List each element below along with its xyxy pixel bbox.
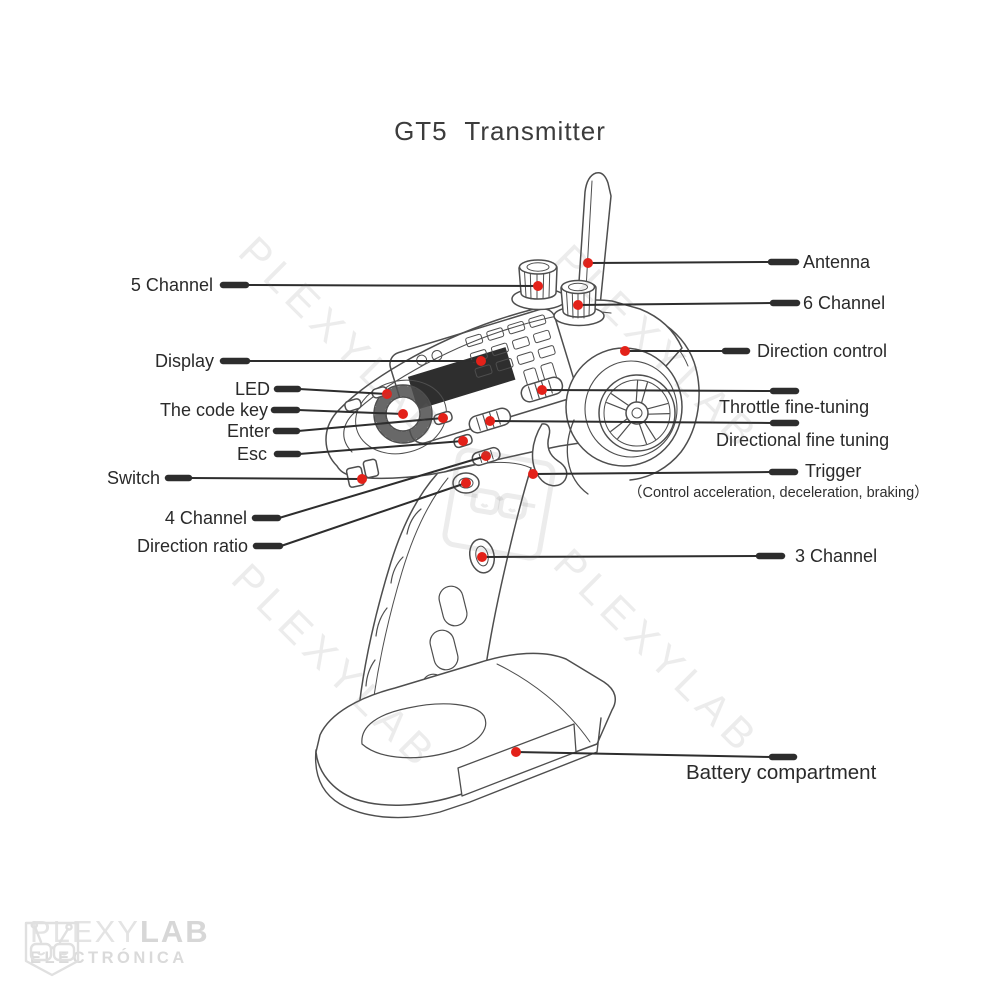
label-esc: Esc [236,444,267,464]
label-battery-compartment: Battery compartment [686,761,877,784]
leader-esc [298,440,464,455]
leader-enter [297,417,444,432]
label-switch: Switch [106,468,160,488]
dot-direction-ratio [461,478,471,488]
dot-enter [438,413,448,423]
leader-ch6 [577,302,773,306]
dot-switch [357,474,367,484]
dot-throttle-fine-tuning [537,385,547,395]
label-direction-control: Direction control [757,341,888,361]
label-4-channel: 4 Channel [164,508,247,528]
callout-dots [357,258,630,757]
ch6-knob-drawing [553,279,605,327]
dot-battery [511,747,521,757]
leader-battery [515,751,772,758]
label-throttle-fine-tuning: Throttle fine-tuning [719,397,870,417]
dot-antenna [583,258,593,268]
diagram-title: GT5 Transmitter [394,116,606,146]
steering-wheel-drawing [565,347,683,467]
ch5-knob-drawing [511,259,567,311]
leader-lines [189,261,773,758]
leader-dashes [164,258,801,761]
dot-direction-control [620,346,630,356]
label-display: Display [154,351,214,371]
leader-led [298,388,388,395]
label-trigger-note: （Control acceleration, deceleration, bra… [628,485,929,501]
leader-direction-ratio [280,482,467,547]
dot-trigger [528,469,538,479]
brand-logo: PLEXYLAB ELECTRÓNICA [22,914,210,977]
dot-ch5 [533,281,543,291]
label-antenna: Antenna [803,252,871,272]
brand-logo-name: PLEXYLAB [30,914,210,949]
label-enter: Enter [226,421,270,441]
dot-led [382,389,392,399]
brand-logo-subtitle: ELECTRÓNICA [30,949,188,967]
label-directional-fine-tuning: Directional fine tuning [716,430,890,450]
dot-esc [458,436,468,446]
label-6-channel: 6 Channel [803,293,886,313]
leader-ch4 [278,455,487,519]
leader-ch5 [246,284,539,287]
leader-ch3 [481,555,759,558]
leader-throttle-fine-tuning [541,389,773,392]
label-code-key: The code key [159,400,268,420]
dot-ch6 [573,300,583,310]
base-drawing [314,652,617,819]
leader-antenna [587,261,771,264]
dot-display [476,356,486,366]
label-led: LED [234,379,270,399]
dot-ch4 [481,451,491,461]
leader-directional-fine-tuning [489,420,773,424]
leader-switch [189,477,363,480]
label-trigger: Trigger [805,461,862,481]
label-5-channel: 5 Channel [130,275,213,295]
dot-ch3 [477,552,487,562]
leader-trigger [532,471,772,475]
label-3-channel: 3 Channel [795,546,878,566]
leader-code-key [297,409,404,415]
dot-code-key [398,409,408,419]
label-direction-ratio: Direction ratio [136,536,248,556]
dot-directional-fine-tuning [485,416,495,426]
brand-logo-icon [24,921,80,977]
